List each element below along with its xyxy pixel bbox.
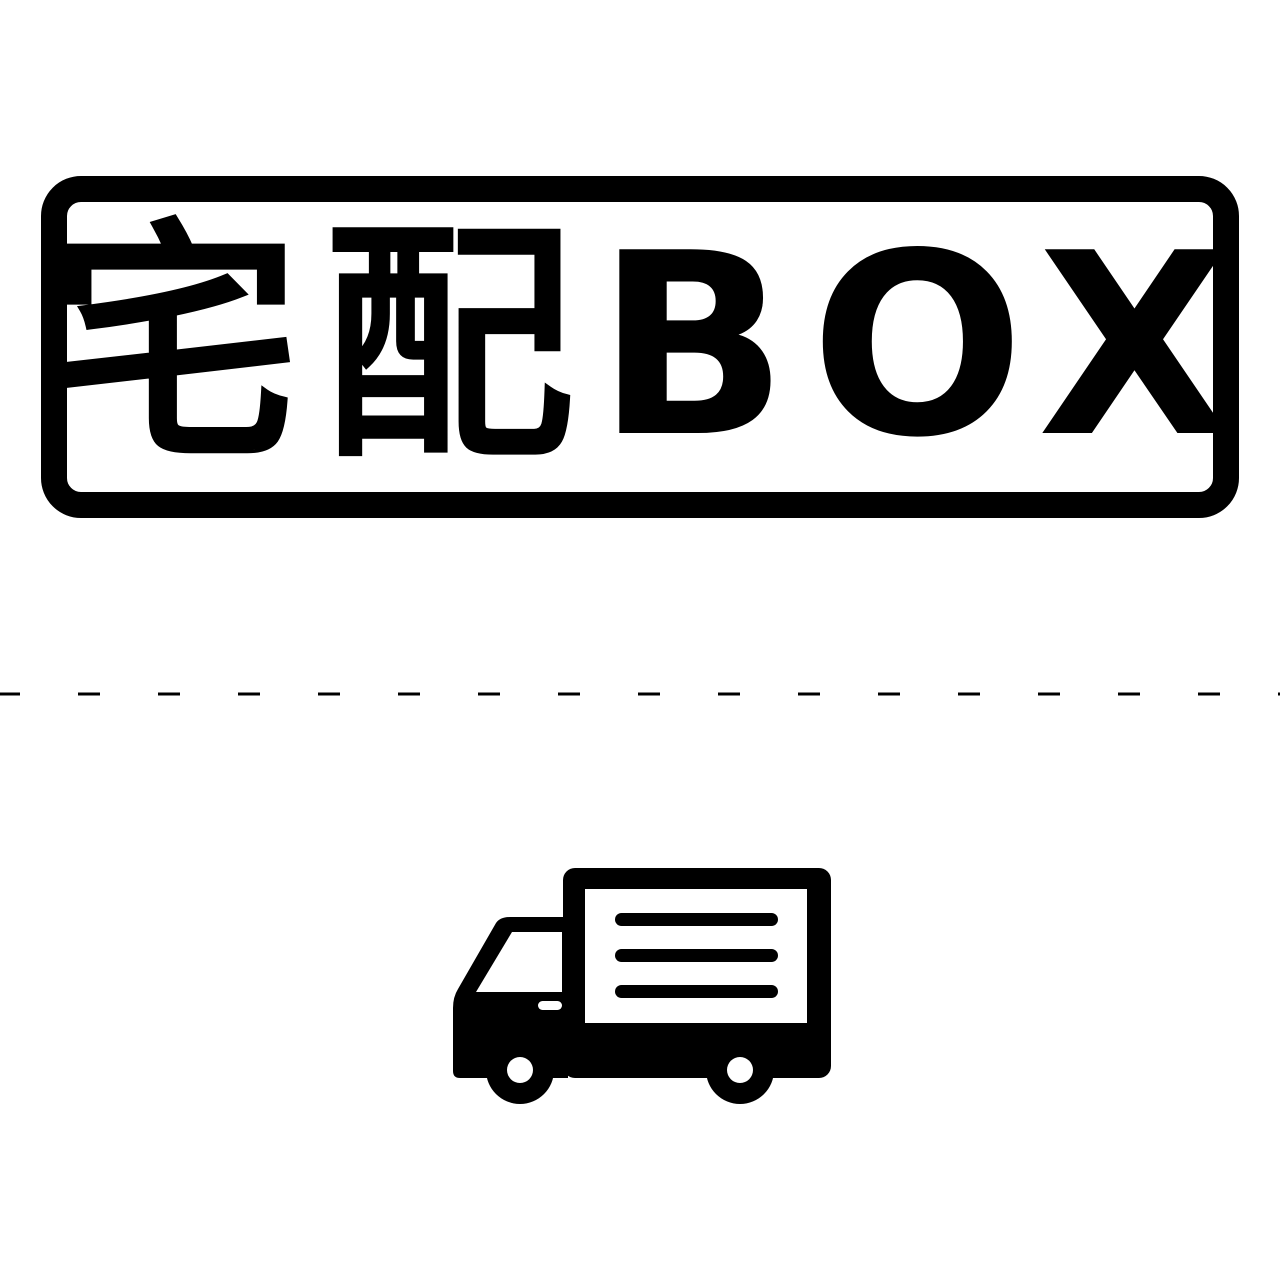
sign-title: 宅配BOX <box>48 200 1254 493</box>
delivery-truck-icon <box>453 868 831 1104</box>
sign-frame: 宅配BOX <box>41 176 1239 518</box>
dashed-cut-line <box>0 692 1280 696</box>
